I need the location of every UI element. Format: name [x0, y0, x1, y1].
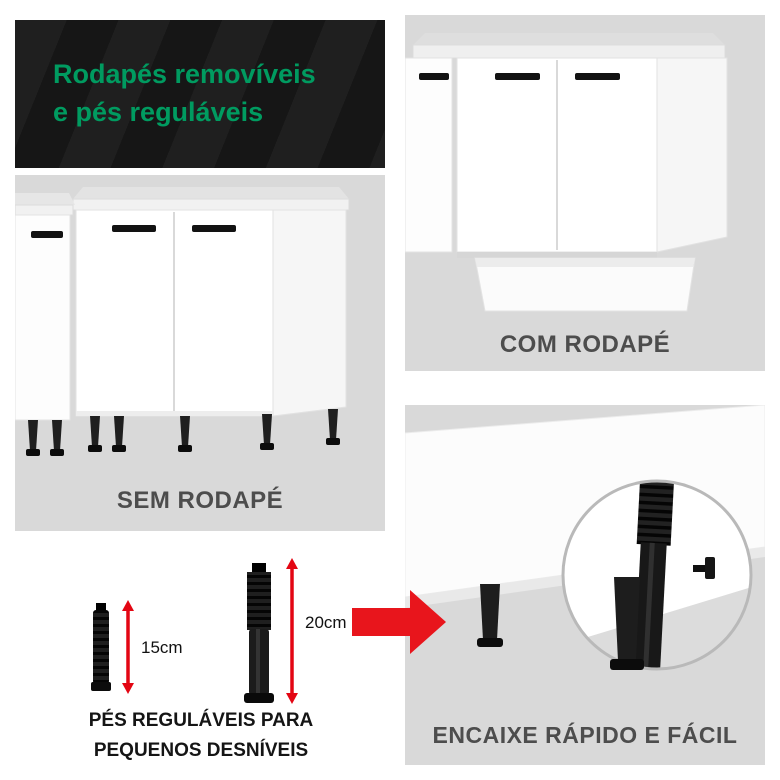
cabinet-legs — [26, 420, 64, 456]
feet-caption-line1: PÉS REGULÁVEIS PARA — [88, 710, 314, 731]
foot-20cm-icon — [244, 563, 274, 703]
panel-sem-rodape: SEM RODAPÉ — [15, 175, 385, 531]
headline-line2: e pés reguláveis — [53, 97, 264, 127]
door-handle-icon — [575, 73, 620, 80]
cabinet-leg — [610, 577, 644, 670]
headline: Rodapés removíveis e pés reguláveis — [53, 56, 316, 132]
red-arrow-icon — [352, 590, 446, 654]
panel-com-rodape: COM RODAPÉ — [405, 15, 765, 371]
headline-line1: Rodapés removíveis — [53, 59, 316, 90]
feet-caption-line2: PEQUENOS DESNÍVEIS — [93, 740, 309, 762]
cabinet-without-plinth-illustration — [15, 187, 350, 456]
leg-mount-detail-illustration — [405, 405, 765, 671]
dimension-arrow-15cm-icon — [122, 600, 134, 694]
door-handle-icon — [495, 73, 540, 80]
door-handle-icon — [419, 73, 449, 80]
label-encaixe: ENCAIXE RÁPIDO E FÁCIL — [432, 722, 738, 748]
foot-20cm-label: 20cm — [305, 613, 347, 632]
zoomed-adjustable-leg — [633, 481, 674, 669]
foot-15cm-icon — [91, 603, 111, 691]
plinth — [474, 257, 696, 312]
adjustable-feet-section: 15cm 20cm PÉS REGULÁVEIS PARA PEQUENOS D… — [15, 550, 460, 780]
label-sem-rodape: SEM RODAPÉ — [116, 487, 284, 514]
adjustable-feet-illustration: 15cm 20cm — [91, 558, 446, 704]
door-handle-icon — [112, 225, 156, 232]
dimension-arrow-20cm-icon — [286, 558, 298, 704]
door-handle-icon — [192, 225, 236, 232]
feet-caption: PÉS REGULÁVEIS PARA PEQUENOS DESNÍVEIS — [15, 706, 387, 767]
foot-15cm-label: 15cm — [141, 638, 183, 657]
label-com-rodape: COM RODAPÉ — [499, 331, 671, 358]
cabinet-with-plinth-illustration — [405, 33, 728, 312]
header-banner: Rodapés removíveis e pés reguláveis — [15, 20, 385, 168]
cabinet-leg — [477, 584, 503, 647]
mount-clip — [693, 557, 715, 579]
panel-encaixe: ENCAIXE RÁPIDO E FÁCIL — [405, 405, 765, 765]
door-handle-icon — [31, 231, 63, 238]
